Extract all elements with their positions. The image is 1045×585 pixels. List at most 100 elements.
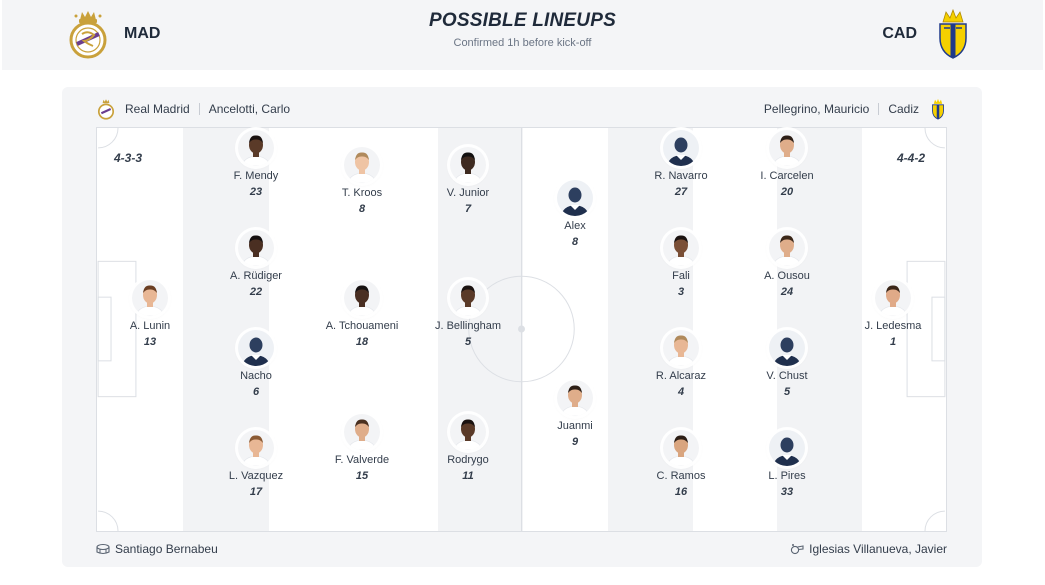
player-silhouette-icon bbox=[557, 180, 593, 216]
away-coach-name[interactable]: Pellegrino, Mauricio bbox=[763, 102, 870, 116]
home-player-card[interactable]: Rodrygo 11 bbox=[413, 414, 523, 482]
player-number: 5 bbox=[464, 336, 472, 348]
player-photo bbox=[769, 230, 805, 266]
player-name: J. Ledesma bbox=[864, 320, 922, 332]
away-formation: 4-4-2 bbox=[897, 151, 926, 165]
home-coach-name[interactable]: Ancelotti, Carlo bbox=[208, 102, 291, 116]
player-name: A. Lunin bbox=[129, 320, 171, 332]
player-name: V. Chust bbox=[766, 370, 808, 382]
home-player-card[interactable]: A. Lunin 13 bbox=[95, 280, 205, 348]
player-photo bbox=[663, 330, 699, 366]
away-player-card[interactable]: Alex 8 bbox=[520, 180, 630, 248]
player-name: C. Ramos bbox=[656, 470, 706, 482]
player-name: Nacho bbox=[240, 370, 272, 382]
match-header: MAD POSSIBLE LINEUPS Confirmed 1h before… bbox=[2, 0, 1043, 70]
player-number: 11 bbox=[462, 470, 474, 482]
player-number: 8 bbox=[571, 236, 579, 248]
player-name: Alex bbox=[564, 220, 586, 232]
away-player-card[interactable]: Fali 3 bbox=[626, 230, 736, 298]
away-team-header[interactable]: CAD bbox=[882, 8, 973, 60]
whistle-icon bbox=[790, 544, 804, 555]
away-coach-row: Pellegrino, Mauricio Cadiz bbox=[764, 98, 947, 120]
home-formation: 4-3-3 bbox=[114, 151, 143, 165]
player-name: Fali bbox=[672, 270, 690, 282]
player-photo bbox=[450, 280, 486, 316]
player-number: 18 bbox=[355, 336, 369, 348]
player-number: 5 bbox=[783, 386, 791, 398]
player-photo bbox=[344, 147, 380, 183]
away-player-card[interactable]: V. Chust 5 bbox=[732, 330, 842, 398]
player-number: 17 bbox=[249, 486, 263, 498]
real-madrid-crest-icon bbox=[69, 11, 107, 59]
player-number: 9 bbox=[571, 436, 579, 448]
home-player-card[interactable]: J. Bellingham 5 bbox=[413, 280, 523, 348]
player-name: R. Navarro bbox=[654, 170, 708, 182]
home-team-name[interactable]: Real Madrid bbox=[125, 102, 190, 116]
player-number: 3 bbox=[677, 286, 685, 298]
pitch-lines bbox=[97, 128, 946, 531]
football-pitch bbox=[96, 127, 947, 532]
stadium-icon bbox=[96, 543, 110, 555]
home-player-card[interactable]: A. Tchouameni 18 bbox=[307, 280, 417, 348]
divider bbox=[878, 103, 880, 115]
away-team-abbr: CAD bbox=[882, 25, 917, 42]
player-name: F. Valverde bbox=[334, 454, 390, 466]
player-photo bbox=[450, 147, 486, 183]
player-number: 8 bbox=[358, 203, 366, 215]
player-number: 15 bbox=[355, 470, 369, 482]
player-name: F. Mendy bbox=[233, 170, 279, 182]
player-name: R. Alcaraz bbox=[655, 370, 707, 382]
player-number: 6 bbox=[252, 386, 260, 398]
player-photo bbox=[663, 230, 699, 266]
player-name: J. Bellingham bbox=[434, 320, 502, 332]
page-title: POSSIBLE LINEUPS bbox=[429, 10, 616, 31]
referee-info: Iglesias Villanueva, Javier bbox=[790, 542, 947, 556]
title-block: POSSIBLE LINEUPS Confirmed 1h before kic… bbox=[2, 10, 1043, 49]
player-silhouette-icon bbox=[769, 330, 805, 366]
player-silhouette-icon bbox=[663, 130, 699, 166]
player-name: A. Tchouameni bbox=[325, 320, 399, 332]
pitch-stripe bbox=[438, 128, 523, 531]
away-player-card[interactable]: Juanmi 9 bbox=[520, 380, 630, 448]
player-number: 1 bbox=[889, 336, 897, 348]
referee-name: Iglesias Villanueva, Javier bbox=[809, 542, 947, 556]
player-name: A. Ousou bbox=[764, 270, 810, 282]
player-name: Rodrygo bbox=[447, 454, 489, 466]
home-player-card[interactable]: L. Vazquez 17 bbox=[201, 430, 311, 498]
away-team-name[interactable]: Cadiz bbox=[888, 102, 919, 116]
player-name: Juanmi bbox=[557, 420, 593, 432]
player-photo bbox=[344, 280, 380, 316]
player-name: L. Pires bbox=[768, 470, 806, 482]
player-name: V. Junior bbox=[446, 187, 490, 199]
away-player-card[interactable]: J. Ledesma 1 bbox=[838, 280, 948, 348]
divider bbox=[198, 103, 200, 115]
player-photo bbox=[450, 414, 486, 450]
player-photo bbox=[663, 430, 699, 466]
home-team-abbr: MAD bbox=[124, 25, 161, 42]
player-name: I. Carcelen bbox=[760, 170, 814, 182]
away-player-card[interactable]: R. Navarro 27 bbox=[626, 130, 736, 198]
home-player-card[interactable]: Nacho 6 bbox=[201, 330, 311, 398]
player-photo bbox=[238, 230, 274, 266]
player-name: L. Vazquez bbox=[228, 470, 284, 482]
player-photo bbox=[769, 130, 805, 166]
home-player-card[interactable]: F. Valverde 15 bbox=[307, 414, 417, 482]
home-team-header[interactable]: MAD bbox=[68, 8, 160, 60]
player-photo bbox=[132, 280, 168, 316]
player-number: 13 bbox=[143, 336, 157, 348]
cadiz-crest-icon bbox=[932, 98, 944, 120]
player-silhouette-icon bbox=[769, 430, 805, 466]
player-photo bbox=[238, 430, 274, 466]
player-number: 22 bbox=[249, 286, 263, 298]
player-number: 27 bbox=[674, 186, 688, 198]
player-photo bbox=[875, 280, 911, 316]
